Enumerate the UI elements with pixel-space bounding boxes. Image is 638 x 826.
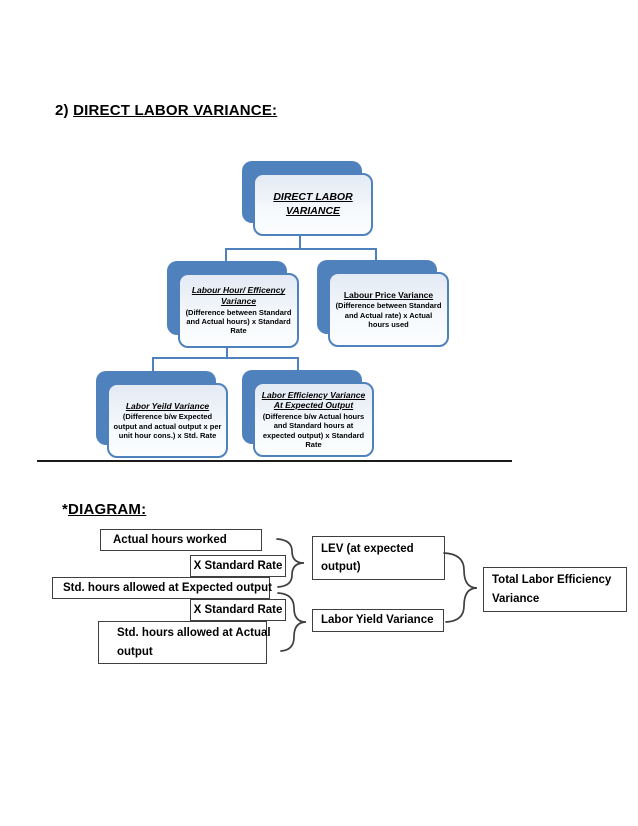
node-body: (Difference between Standard and Actual … bbox=[335, 301, 442, 329]
connector-level3-right-drop bbox=[297, 357, 299, 371]
node-front: Labor Yeild Variance (Difference b/w Exp… bbox=[107, 383, 228, 458]
node-labor-yield-variance: Labor Yeild Variance (Difference b/w Exp… bbox=[96, 371, 228, 458]
flow-box-label: Labor Yield Variance bbox=[321, 614, 434, 627]
node-title: Labor Yeild Variance bbox=[125, 400, 210, 411]
flow-box-lev-expected-output: LEV (at expected output) bbox=[312, 536, 445, 580]
flow-box-label-line1: Total Labor Efficiency bbox=[492, 574, 612, 587]
connector-l2left-stem bbox=[226, 347, 228, 358]
node-body: (Difference b/w Actual hours and Standar… bbox=[262, 411, 365, 449]
flow-box-label-line2: output bbox=[117, 645, 153, 658]
flow-box-x-standard-rate-2: X Standard Rate bbox=[190, 599, 286, 621]
flow-box-label-line2: Variance bbox=[492, 592, 540, 605]
connector-root-stem bbox=[299, 236, 301, 249]
connector-level3-crossbar bbox=[152, 357, 299, 359]
flow-box-label: X Standard Rate bbox=[193, 559, 283, 572]
flow-box-label-line2: output) bbox=[321, 561, 361, 573]
connector-level2-left-drop bbox=[225, 248, 227, 262]
node-labor-efficiency-variance-expected-output: Labor Efficiency Variance At Expected Ou… bbox=[242, 370, 374, 457]
flow-box-label-line1: Std. hours allowed at Actual bbox=[117, 627, 271, 640]
flow-box-std-hours-actual-output: Std. hours allowed at Actual output bbox=[98, 621, 271, 664]
connector-level3-left-drop bbox=[152, 357, 154, 372]
heading-title-text: DIRECT LABOR VARIANCE: bbox=[73, 102, 278, 119]
node-body: (Difference b/w Expected output and actu… bbox=[113, 412, 222, 440]
flow-box-label-line1: LEV (at expected bbox=[321, 542, 414, 555]
node-body: (Difference between Standard and Actual … bbox=[185, 307, 292, 336]
heading-direct-labor-variance: 2) DIRECT LABOR VARIANCE: bbox=[55, 102, 277, 119]
flow-box-label: Actual hours worked bbox=[113, 533, 227, 546]
heading-diagram: *DIAGRAM: bbox=[62, 501, 146, 518]
connector-level2-right-drop bbox=[375, 248, 377, 261]
node-front: Labor Efficiency Variance At Expected Ou… bbox=[253, 382, 374, 457]
node-title: Labour Price Variance bbox=[343, 289, 434, 300]
heading-asterisk: * bbox=[62, 501, 69, 518]
flow-box-label: X Standard Rate bbox=[193, 603, 283, 616]
node-front: Labour Price Variance (Difference betwee… bbox=[328, 272, 449, 347]
flow-box-std-hours-expected-output: Std. hours allowed at Expected output bbox=[52, 577, 272, 599]
flow-box-x-standard-rate-1: X Standard Rate bbox=[190, 555, 286, 577]
flow-box-actual-hours-worked: Actual hours worked bbox=[100, 529, 262, 551]
brace-total-variance bbox=[443, 552, 478, 623]
node-title: DIRECT LABOR VARIANCE bbox=[273, 190, 353, 217]
heading-diagram-text: DIAGRAM: bbox=[68, 501, 147, 518]
node-front: Labour Hour/ Efficency Variance (Differe… bbox=[178, 273, 299, 348]
connector-level2-crossbar bbox=[225, 248, 377, 250]
node-labour-price-variance: Labour Price Variance (Difference betwee… bbox=[317, 260, 449, 347]
node-title: Labour Hour/ Efficency Variance bbox=[191, 285, 286, 306]
flow-box-label: Std. hours allowed at Expected output bbox=[63, 581, 272, 594]
flow-box-total-labor-efficiency-variance: Total Labor Efficiency Variance bbox=[483, 567, 627, 612]
node-direct-labor-variance: DIRECT LABOR VARIANCE bbox=[242, 161, 373, 236]
flow-box-labor-yield-variance: Labor Yield Variance bbox=[312, 609, 444, 632]
separator-line bbox=[37, 460, 512, 462]
heading-number: 2) bbox=[55, 102, 74, 119]
node-front: DIRECT LABOR VARIANCE bbox=[253, 173, 373, 236]
node-title: Labor Efficiency Variance At Expected Ou… bbox=[261, 389, 366, 411]
node-labour-hour-efficiency-variance: Labour Hour/ Efficency Variance (Differe… bbox=[167, 261, 299, 348]
